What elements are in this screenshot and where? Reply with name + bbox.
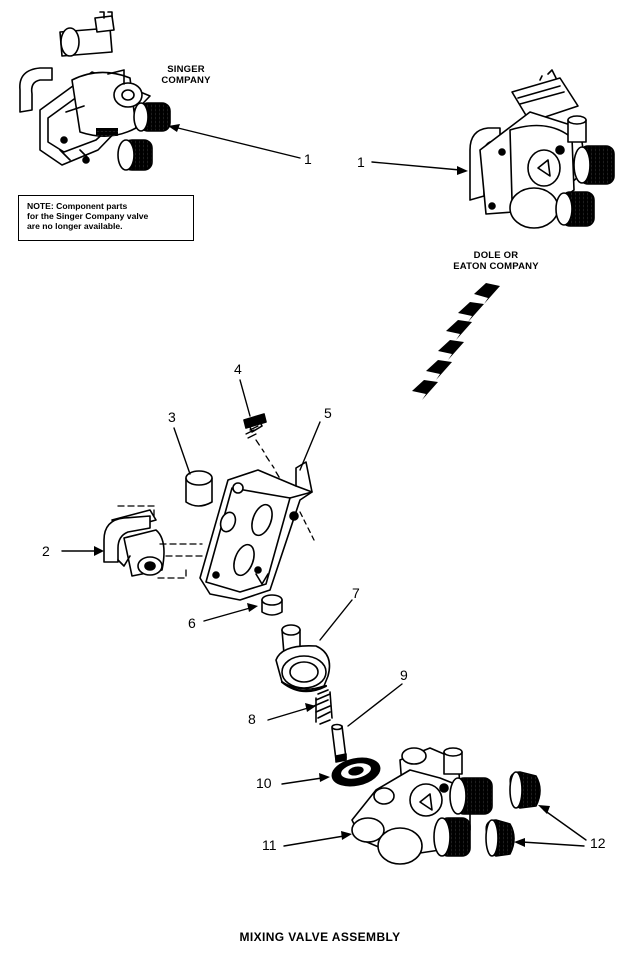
leader-7 — [319, 599, 353, 641]
valve-body-illustration — [351, 747, 493, 865]
explode-direction-arrows — [412, 283, 500, 400]
screw-illustration — [243, 413, 283, 483]
leader-3 — [173, 427, 191, 475]
diagram-title: MIXING VALVE ASSEMBLY — [239, 930, 401, 944]
leader-6 — [203, 607, 251, 622]
note-line: for the Singer Company valve — [27, 211, 149, 221]
note-line: are no longer available. — [27, 221, 123, 231]
callout-7: 7 — [352, 585, 360, 601]
leader-11 — [283, 835, 345, 847]
plunger-sleeve-illustration — [261, 594, 283, 616]
dole-eaton-caption: DOLE OR EATON COMPANY — [453, 250, 539, 272]
leader-12a — [543, 809, 587, 841]
callout-dole-1: 1 — [357, 154, 365, 170]
note-line: NOTE: Component parts — [27, 201, 128, 211]
singer-company-caption: SINGER COMPANY — [161, 64, 211, 86]
singer-valve-illustration — [19, 11, 171, 171]
leader-8 — [267, 707, 309, 721]
guide-illustration — [275, 624, 331, 693]
leader-4 — [239, 379, 251, 417]
leader-10 — [281, 777, 323, 785]
callout-8: 8 — [248, 711, 256, 727]
screens-illustration — [485, 771, 541, 857]
dole-valve-illustration — [469, 69, 615, 229]
callout-2: 2 — [42, 543, 50, 559]
spacer-illustration — [185, 470, 213, 507]
callout-singer-1: 1 — [304, 151, 312, 167]
coil-illustration — [103, 505, 207, 579]
leader-singer-1 — [177, 127, 301, 159]
callout-4: 4 — [234, 361, 242, 377]
callout-12: 12 — [590, 835, 606, 851]
callout-9: 9 — [400, 667, 408, 683]
bracket-illustration — [199, 461, 315, 601]
leader-5 — [299, 421, 321, 471]
leader-12b — [521, 841, 585, 847]
callout-5: 5 — [324, 405, 332, 421]
leader-9 — [347, 683, 403, 727]
callout-10: 10 — [256, 775, 272, 791]
note-box: NOTE: Component parts for the Singer Com… — [18, 195, 194, 241]
callout-11: 11 — [262, 837, 277, 853]
diaphragm-illustration — [331, 757, 381, 787]
plunger-illustration — [331, 723, 347, 763]
leader-dole-1 — [371, 161, 461, 171]
callout-3: 3 — [168, 409, 176, 425]
callout-6: 6 — [188, 615, 196, 631]
spring-illustration — [313, 689, 333, 725]
